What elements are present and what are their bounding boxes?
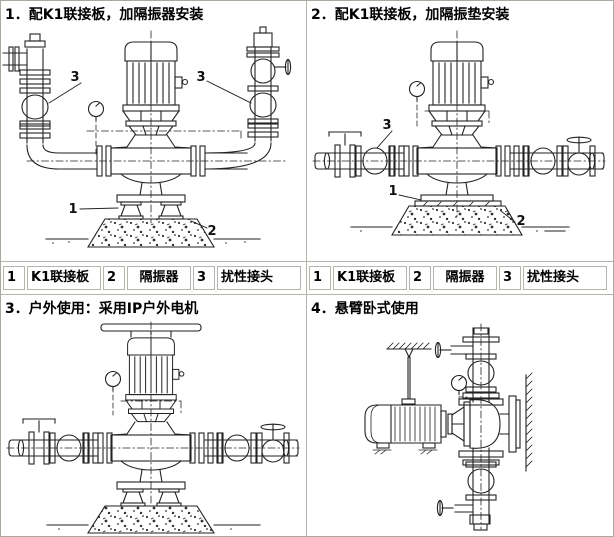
valve-stub-bottom	[454, 504, 474, 513]
globe-valve	[250, 58, 276, 84]
panel-title: 3．户外使用：采用IP户外电机	[5, 301, 199, 317]
callout-2: 2	[516, 214, 525, 229]
leader-line	[206, 80, 252, 104]
valve-handwheel-icon	[436, 499, 454, 517]
panel-title: 1．配K1联接板，加隔振器安装	[5, 7, 204, 23]
concrete-foundation	[391, 205, 523, 236]
callout-3: 3	[196, 70, 205, 85]
diagram-pump-with-pad: 3 1 2	[312, 30, 606, 236]
concrete-foundation	[87, 218, 215, 248]
legend-label-flex-joint: 扰性接头	[217, 266, 301, 290]
pump-backplate	[463, 401, 471, 447]
leader-line	[48, 82, 82, 104]
vibration-isolator	[158, 201, 184, 220]
callout-1: 1	[68, 202, 77, 217]
callout-3: 3	[382, 118, 391, 133]
hanger-rod	[407, 356, 411, 400]
left-elbow	[26, 144, 60, 170]
vibration-isolator	[118, 201, 144, 220]
ground-line	[350, 226, 570, 232]
legend-label-k1-plate: K1联接板	[333, 266, 407, 290]
legend-num-flex-joint: 3	[499, 266, 521, 290]
panel-title: 4．悬臂卧式使用	[311, 301, 419, 317]
valve-stub-top	[450, 345, 474, 355]
motor	[428, 41, 495, 136]
flexible-joint-right	[247, 85, 279, 125]
callout-2: 2	[207, 224, 216, 239]
vibration-pad	[414, 200, 502, 207]
diagram-pump-with-isolators: 3 3 1 2	[2, 26, 292, 248]
panel-k1-plate-isolator: 1．配K1联接板，加隔振器安装	[1, 1, 307, 262]
legend-label-isolator: 隔振器	[127, 266, 191, 290]
legend-label-k1-plate: K1联接板	[27, 266, 101, 290]
flexible-joint-left	[19, 87, 51, 127]
panel-cantilever-horizontal: 4．悬臂卧式使用	[307, 295, 613, 536]
base-plate	[116, 481, 186, 490]
legend-num-k1-plate: 1	[309, 266, 331, 290]
leader-line	[376, 130, 393, 149]
parts-legend-right: 1 K1联接板 2 隔振器 3 扰性接头	[307, 262, 613, 295]
pump-casing	[469, 399, 501, 449]
valve-handwheel-icon	[434, 341, 452, 359]
diagram-cantilever-horizontal	[364, 323, 533, 531]
leader-line	[190, 220, 208, 229]
coupling	[451, 405, 465, 443]
leader-line	[500, 210, 516, 223]
vibration-isolator	[156, 488, 182, 507]
callout-1: 1	[388, 184, 397, 199]
concrete-foundation	[87, 505, 215, 534]
panel-title: 2．配K1联接板，加隔振垫安装	[311, 7, 510, 23]
legend-num-k1-plate: 1	[3, 266, 25, 290]
parts-legend-left: 1 K1联接板 2 隔振器 3 扰性接头	[1, 262, 307, 295]
valve-handwheel-icon	[274, 58, 292, 76]
callout-3: 3	[70, 70, 79, 85]
diagram-outdoor-motor	[6, 321, 300, 534]
hanger-bracket	[404, 348, 414, 359]
leader-line	[398, 194, 422, 201]
panel-outdoor-use: 3．户外使用：采用IP户外电机	[1, 295, 307, 536]
suction-discharge-pipes	[58, 152, 248, 170]
k1-connection-plate	[116, 194, 186, 203]
motor	[122, 41, 189, 136]
legend-num-isolator: 2	[409, 266, 431, 290]
legend-num-isolator: 2	[103, 266, 125, 290]
leader-line	[79, 207, 119, 210]
panel-k1-plate-pad: 2．配K1联接板，加隔振垫安装	[307, 1, 613, 262]
vertical-pipe	[472, 327, 490, 524]
legend-num-flex-joint: 3	[193, 266, 215, 290]
legend-label-isolator: 隔振器	[433, 266, 497, 290]
outdoor-motor	[125, 337, 185, 423]
legend-label-flex-joint: 扰性接头	[523, 266, 607, 290]
wall-flange	[508, 395, 517, 453]
right-elbow	[204, 142, 272, 170]
vibration-isolator	[120, 488, 146, 507]
